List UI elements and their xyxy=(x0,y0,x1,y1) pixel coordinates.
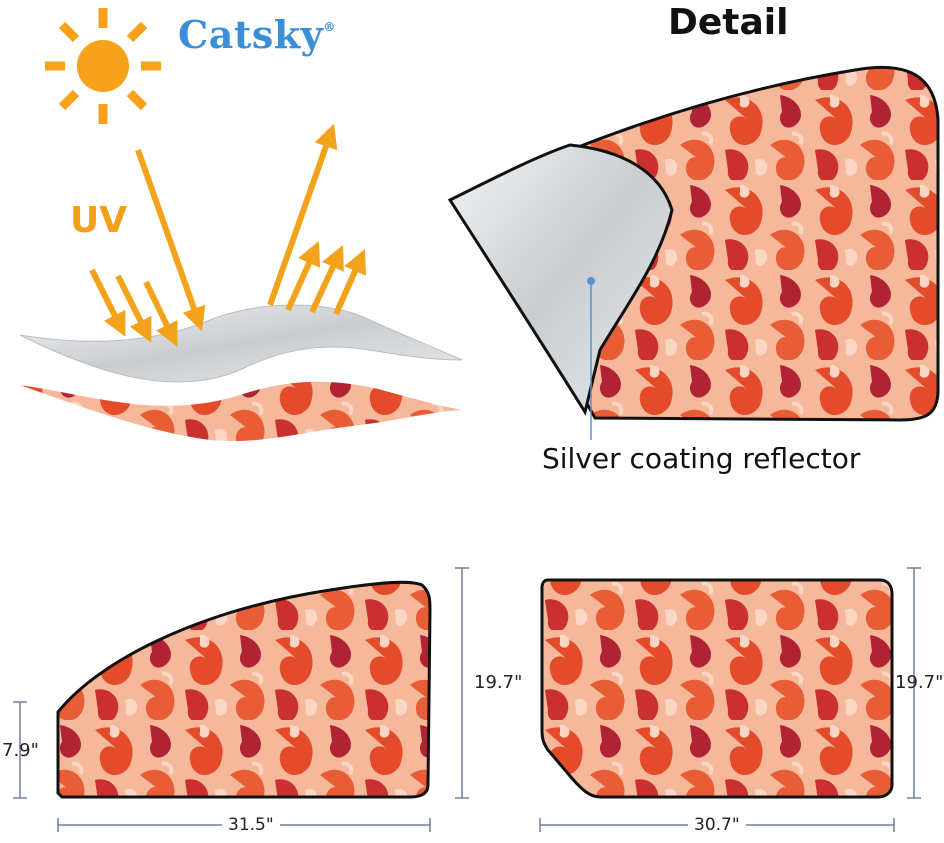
reflected-arrow-icon xyxy=(267,123,367,316)
uv-arrow-icon xyxy=(89,149,206,347)
brand-name: Catsky xyxy=(178,12,324,57)
sun-icon xyxy=(45,8,161,124)
brand-logo: Catsky® xyxy=(178,12,336,57)
left-window-shade xyxy=(56,580,432,799)
detail-panel xyxy=(447,65,940,440)
right-window-shade xyxy=(540,578,894,799)
trademark-symbol: ® xyxy=(323,20,336,34)
callout-dot xyxy=(587,277,595,285)
fabric-layers-illustration xyxy=(19,304,463,442)
right-panel-width-label: 30.7" xyxy=(688,815,746,835)
uv-label: UV xyxy=(70,200,128,241)
left-panel-short-height-label: 7.9" xyxy=(2,740,39,761)
detail-title: Detail xyxy=(668,2,789,43)
silver-coating-callout: Silver coating reflector xyxy=(542,442,861,475)
right-panel-height-label: 19.7" xyxy=(895,672,944,693)
left-panel-width-label: 31.5" xyxy=(222,815,280,835)
left-panel-height-label: 19.7" xyxy=(474,672,523,693)
